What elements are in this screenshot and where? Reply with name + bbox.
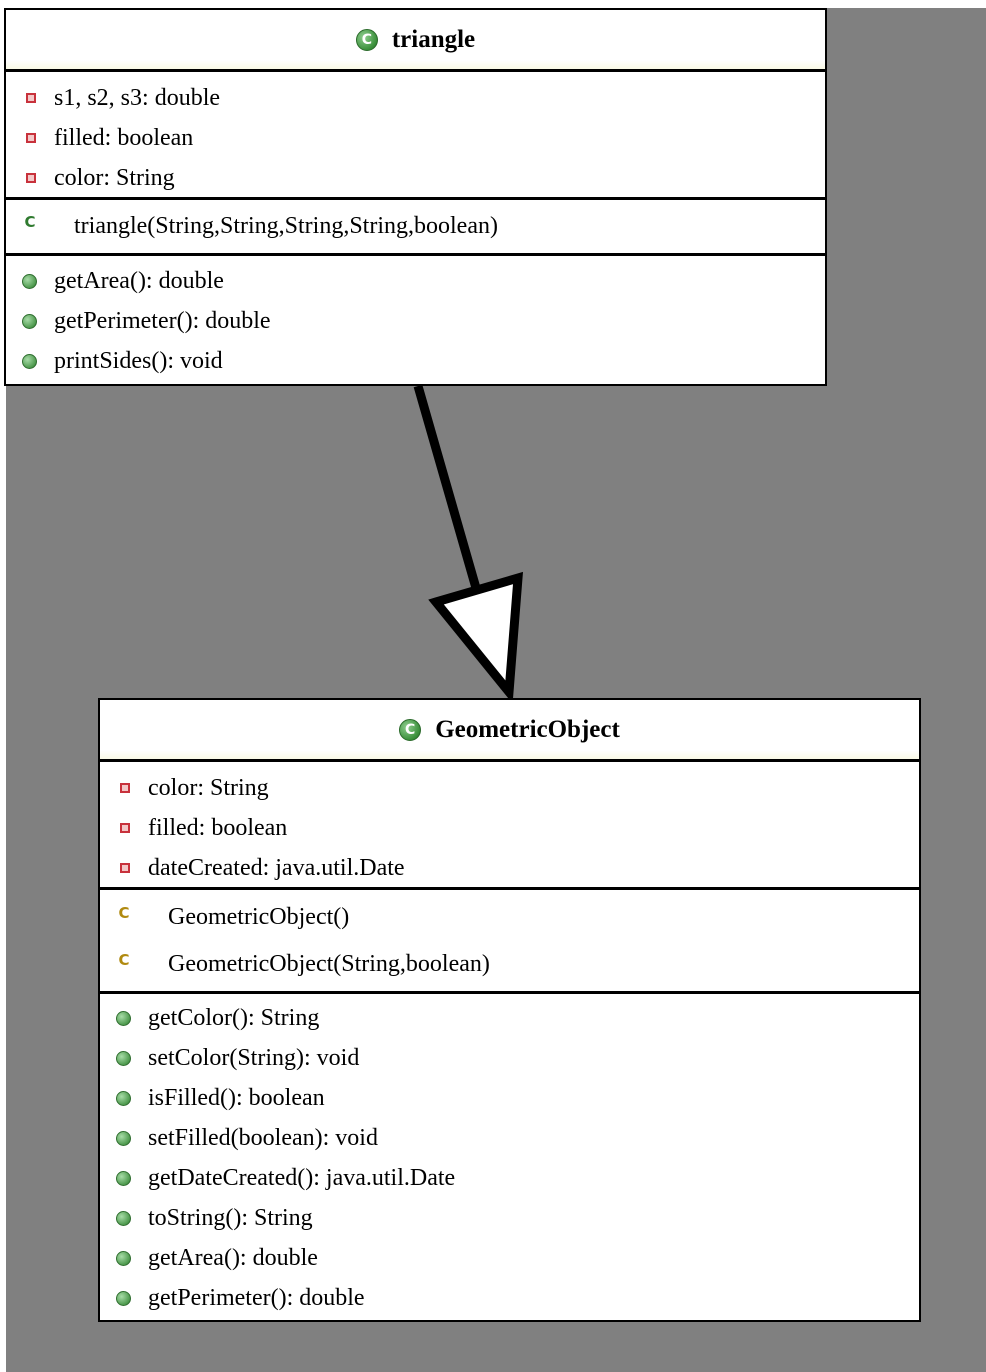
- private-field-icon: [120, 783, 130, 793]
- public-method-icon: [116, 1210, 131, 1226]
- method-label: getArea(): double: [54, 267, 224, 294]
- public-method-icon: [116, 1170, 131, 1186]
- protected-constructor-icon: C: [118, 903, 130, 922]
- public-constructor-icon: C: [24, 212, 36, 231]
- method-label: isFilled(): boolean: [148, 1084, 325, 1111]
- public-method-icon: [22, 353, 37, 369]
- constructor-row[interactable]: C GeometricObject(): [100, 894, 919, 941]
- field-row[interactable]: dateCreated: java.util.Date: [100, 848, 919, 888]
- field-row[interactable]: color: String: [6, 158, 825, 198]
- method-label: setColor(String): void: [148, 1044, 360, 1071]
- field-row[interactable]: color: String: [100, 768, 919, 808]
- constructors-section: C GeometricObject() C GeometricObject(St…: [100, 890, 919, 994]
- method-label: toString(): String: [148, 1204, 313, 1231]
- fields-section: s1, s2, s3: double filled: boolean color…: [6, 72, 825, 200]
- class-name: GeometricObject: [435, 715, 620, 743]
- constructors-section: C triangle(String,String,String,String,b…: [6, 200, 825, 256]
- class-icon: C: [355, 28, 378, 51]
- constructor-row[interactable]: C GeometricObject(String,boolean): [100, 941, 919, 988]
- protected-constructor-icon: C: [118, 950, 130, 969]
- class-name: triangle: [391, 25, 476, 53]
- private-field-icon: [120, 863, 130, 873]
- method-label: getPerimeter(): double: [54, 307, 271, 334]
- private-field-icon: [120, 823, 130, 833]
- field-label: filled: boolean: [54, 124, 194, 151]
- field-row[interactable]: filled: boolean: [6, 118, 825, 158]
- constructor-label: GeometricObject(): [168, 904, 350, 930]
- method-label: getDateCreated(): java.util.Date: [148, 1164, 456, 1191]
- private-field-icon: [26, 173, 36, 183]
- class-header: C triangle: [6, 10, 825, 72]
- class-icon: C: [399, 718, 422, 741]
- public-method-icon: [22, 313, 37, 329]
- method-label: getPerimeter(): double: [148, 1284, 365, 1311]
- method-row[interactable]: getPerimeter(): double: [6, 301, 825, 341]
- public-method-icon: [116, 1090, 131, 1106]
- method-row[interactable]: getArea(): double: [6, 261, 825, 301]
- field-label: color: String: [148, 774, 269, 801]
- method-row[interactable]: getDateCreated(): java.util.Date: [100, 1158, 919, 1198]
- method-row[interactable]: setColor(String): void: [100, 1038, 919, 1078]
- class-header: C GeometricObject: [100, 700, 919, 762]
- method-label: getColor(): String: [148, 1004, 320, 1031]
- constructor-label: GeometricObject(String,boolean): [168, 951, 490, 977]
- constructor-label: triangle(String,String,String,String,boo…: [74, 213, 498, 239]
- method-row[interactable]: getColor(): String: [100, 998, 919, 1038]
- method-row[interactable]: setFilled(boolean): void: [100, 1118, 919, 1158]
- method-label: setFilled(boolean): void: [148, 1124, 378, 1151]
- fields-section: color: String filled: boolean dateCreate…: [100, 762, 919, 890]
- private-field-icon: [26, 93, 36, 103]
- public-method-icon: [116, 1290, 131, 1306]
- methods-section: getArea(): double getPerimeter(): double…: [6, 256, 825, 381]
- method-row[interactable]: getPerimeter(): double: [100, 1278, 919, 1318]
- public-method-icon: [116, 1050, 131, 1066]
- field-row[interactable]: s1, s2, s3: double: [6, 78, 825, 118]
- field-row[interactable]: filled: boolean: [100, 808, 919, 848]
- method-row[interactable]: getArea(): double: [100, 1238, 919, 1278]
- public-method-icon: [22, 273, 37, 289]
- field-label: s1, s2, s3: double: [54, 84, 221, 111]
- field-label: filled: boolean: [148, 814, 288, 841]
- private-field-icon: [26, 133, 36, 143]
- class-triangle[interactable]: C triangle s1, s2, s3: double filled: bo…: [4, 8, 827, 386]
- public-method-icon: [116, 1250, 131, 1266]
- public-method-icon: [116, 1130, 131, 1146]
- method-row[interactable]: isFilled(): boolean: [100, 1078, 919, 1118]
- field-label: color: String: [54, 164, 175, 191]
- method-row[interactable]: printSides(): void: [6, 341, 825, 381]
- class-geometric-object[interactable]: C GeometricObject color: String filled: …: [98, 698, 921, 1322]
- field-label: dateCreated: java.util.Date: [148, 854, 405, 881]
- method-row[interactable]: toString(): String: [100, 1198, 919, 1238]
- method-label: getArea(): double: [148, 1244, 318, 1271]
- methods-section: getColor(): String setColor(String): voi…: [100, 994, 919, 1318]
- method-label: printSides(): void: [54, 347, 223, 374]
- constructor-row[interactable]: C triangle(String,String,String,String,b…: [6, 203, 825, 250]
- public-method-icon: [116, 1010, 131, 1026]
